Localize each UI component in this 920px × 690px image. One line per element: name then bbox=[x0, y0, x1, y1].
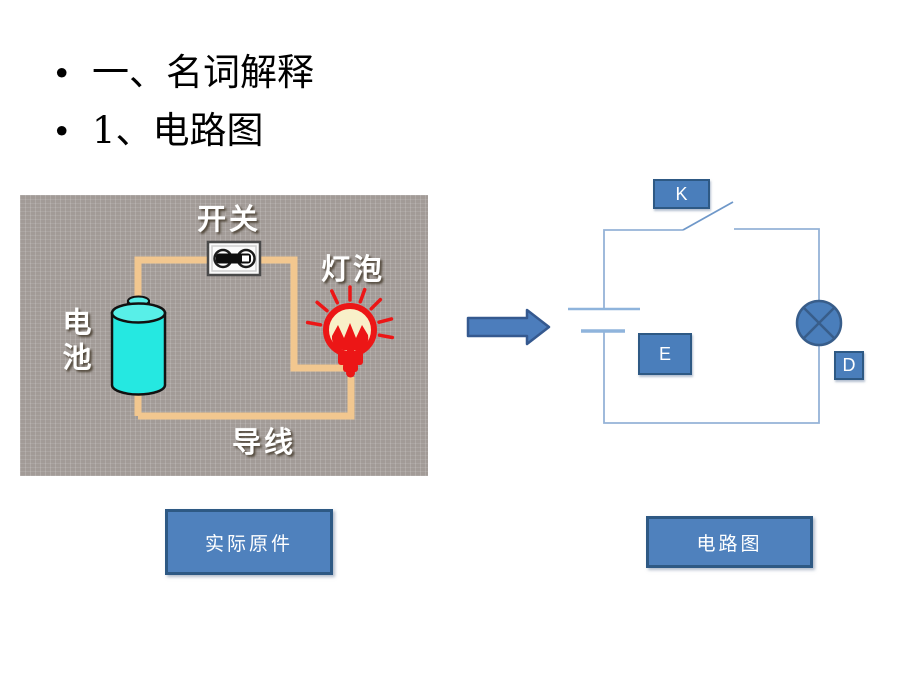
battery-symbol bbox=[568, 307, 640, 333]
switch-icon bbox=[206, 240, 262, 277]
switch-tag: K bbox=[653, 179, 710, 209]
title-block: • 一、名词解释 • 1、电路图 bbox=[52, 44, 314, 160]
battery-tag: E bbox=[638, 333, 692, 375]
bulb-icon bbox=[305, 285, 395, 378]
title-text-1: 一、名词解释 bbox=[92, 51, 314, 94]
wire-label: 导线 bbox=[232, 425, 297, 459]
bulb-symbol bbox=[795, 299, 843, 347]
caption-circuit-diagram: 电路图 bbox=[646, 516, 813, 568]
title-bullet-2: • 1、电路图 bbox=[52, 102, 314, 160]
bullet-marker: • bbox=[52, 112, 72, 151]
battery-icon bbox=[110, 295, 167, 396]
switch-symbol bbox=[682, 201, 734, 231]
real-circuit-photo: 开关 灯泡 电池 导线 bbox=[20, 195, 428, 476]
circuit-diagram: K E D bbox=[555, 175, 890, 435]
bullet-marker: • bbox=[52, 54, 72, 93]
title-text-2: 1、电路图 bbox=[92, 109, 264, 152]
real-circuit-art bbox=[110, 240, 395, 420]
bulb-tag: D bbox=[834, 351, 864, 380]
wire-path bbox=[134, 256, 355, 420]
caption-real-components: 实际原件 bbox=[165, 509, 333, 575]
switch-label: 开关 bbox=[197, 202, 262, 236]
right-arrow-icon bbox=[460, 300, 555, 357]
circuit-wire bbox=[603, 228, 820, 424]
battery-label: 电池 bbox=[58, 307, 92, 377]
bulb-label: 灯泡 bbox=[321, 252, 386, 286]
title-bullet-1: • 一、名词解释 bbox=[52, 44, 314, 102]
